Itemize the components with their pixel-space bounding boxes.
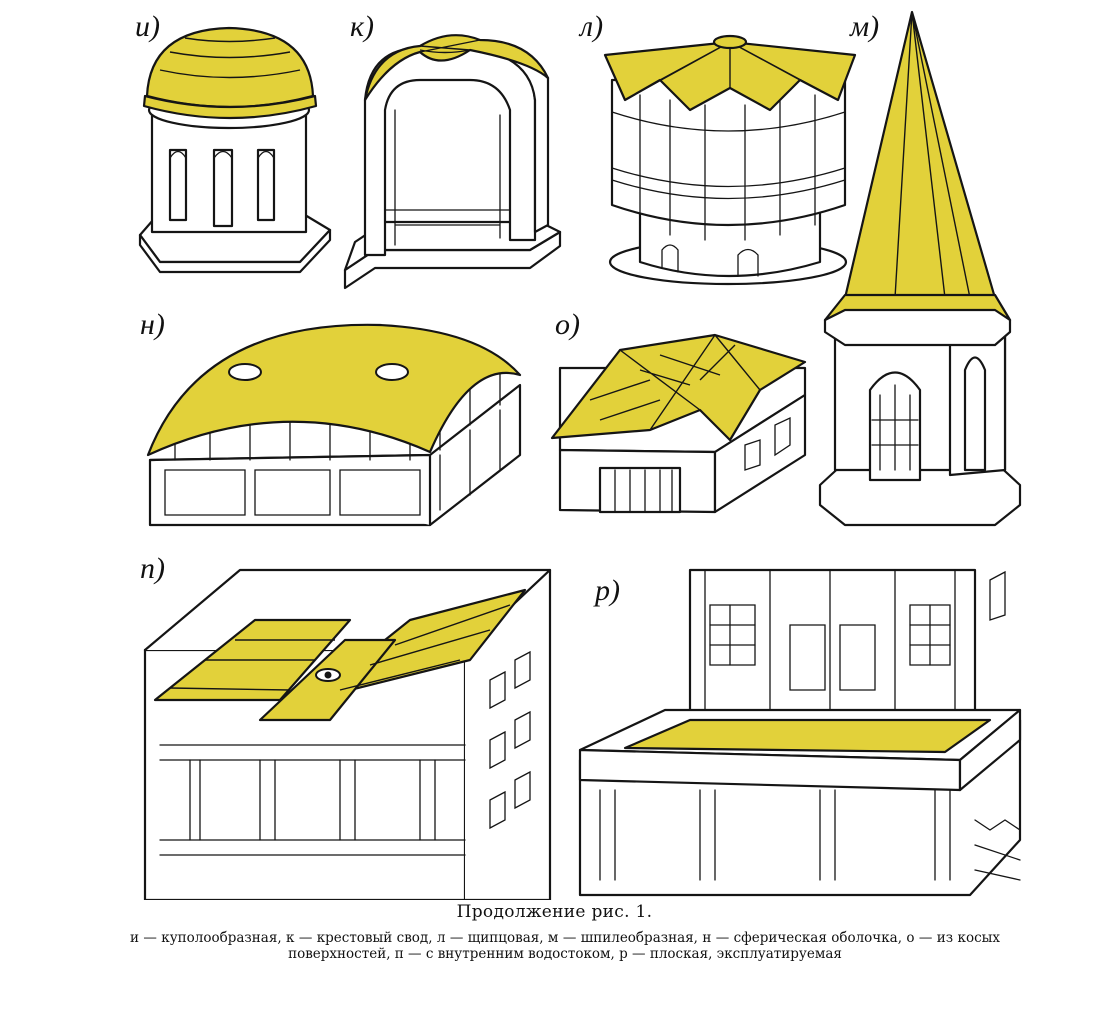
figure-l-gable-roof (603, 34, 857, 286)
figure-k-cross-vault (343, 34, 562, 290)
figure-p-internal-drain (143, 568, 552, 900)
label-i: и) (135, 10, 160, 43)
caption-title: Продолжение рис. 1. (456, 902, 653, 922)
label-l: л) (578, 10, 603, 43)
label-p: п) (140, 552, 165, 585)
figure-r-flat-roof (578, 568, 1022, 897)
label-o: о) (555, 308, 580, 341)
figure-o-oblique-roof (550, 333, 807, 514)
flat-roof-surface (623, 718, 992, 754)
label-k: к) (350, 10, 374, 43)
dome-roof-surface (145, 26, 315, 109)
spherical-shell-surface (146, 323, 522, 457)
label-n: н) (140, 308, 165, 341)
figure-i-dome-roof (138, 26, 332, 274)
caption-text: и — куполообразная, к — крестовый свод, … (130, 930, 1000, 962)
figure-n-spherical-shell (146, 323, 522, 527)
figure-m-spire-roof (818, 10, 1022, 527)
label-r: р) (593, 574, 620, 607)
roof-types-illustration: и) к) л) м) (135, 10, 1022, 900)
label-m: м) (849, 10, 879, 43)
